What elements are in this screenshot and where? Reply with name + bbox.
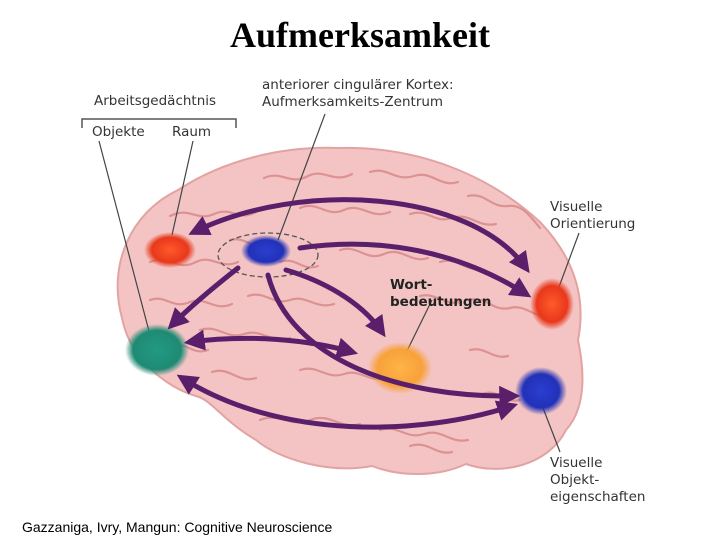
visual-orientation-label-line1: Visuelle bbox=[550, 199, 603, 215]
citation: Gazzaniga, Ivry, Mangun: Cognitive Neuro… bbox=[22, 519, 333, 535]
page-title: Aufmerksamkeit bbox=[230, 15, 490, 55]
connection-arrows bbox=[167, 197, 532, 430]
visual-object-label-line3: eigenschaften bbox=[550, 489, 646, 505]
arrow-object-memory-to-visual-object bbox=[176, 374, 518, 430]
region-visual-object-blue bbox=[515, 367, 567, 415]
visual-object-label-line2: Objekt- bbox=[550, 472, 600, 488]
objects-label: Objekte bbox=[92, 124, 145, 140]
region-visual-orientation-red bbox=[530, 278, 574, 330]
arrow-acc-to-word-meaning bbox=[283, 267, 386, 338]
arrow-object-memory-to-word-meaning bbox=[183, 329, 359, 359]
region-spatial-memory-red bbox=[144, 232, 196, 268]
acc-label-line2: Aufmerksamkeits-Zentrum bbox=[262, 94, 444, 110]
acc-label-line1: anteriorer cingulärer Kortex: bbox=[262, 77, 454, 93]
arrow-orientation-to-spatial bbox=[188, 197, 530, 274]
visual-object-label-line1: Visuelle bbox=[550, 455, 603, 471]
working-memory-bracket bbox=[81, 118, 237, 128]
region-acc-blue bbox=[241, 235, 291, 267]
word-meaning-label-line1: Wort- bbox=[390, 277, 433, 293]
working-memory-label: Arbeitsgedächtnis bbox=[94, 93, 217, 109]
arrow-acc-to-orientation bbox=[297, 241, 532, 298]
word-meaning-label-line2: bedeutungen bbox=[390, 294, 492, 310]
arrow-acc-to-object-memory bbox=[167, 265, 241, 330]
region-object-memory-teal bbox=[125, 324, 189, 376]
space-label: Raum bbox=[172, 124, 212, 140]
visual-orientation-label-line2: Orientierung bbox=[550, 216, 636, 232]
